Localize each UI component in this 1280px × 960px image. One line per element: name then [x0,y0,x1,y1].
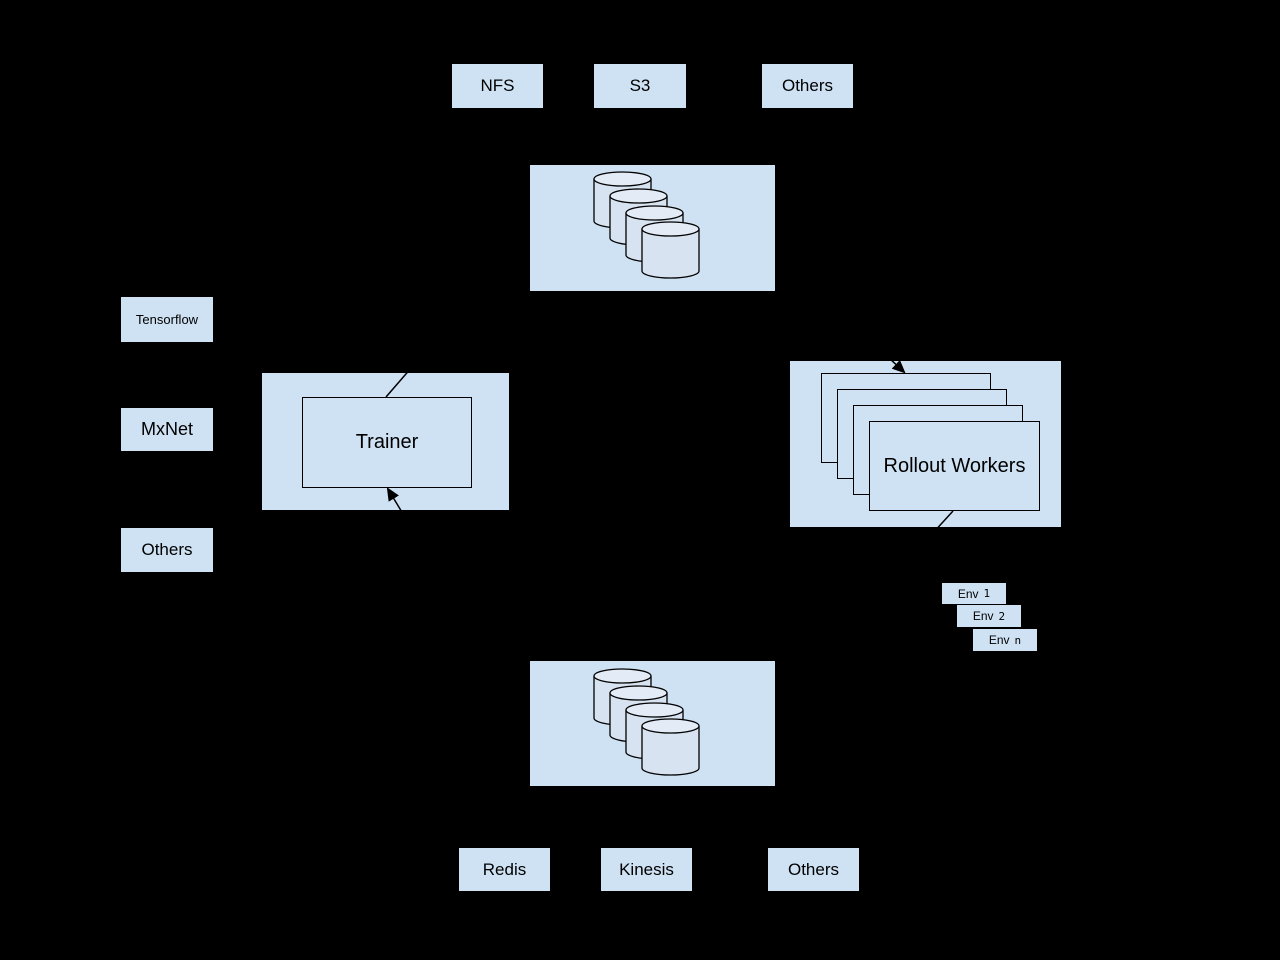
node-kinesis-label: Kinesis [619,859,674,879]
rollout-workers-container: Rollout Workers [790,361,1061,527]
node-others-bottom-label: Others [787,859,840,879]
env-1-index: 1 [983,587,991,600]
node-nfs: NFS [452,64,543,108]
node-mxnet: MxNet [121,408,213,451]
memory-store-node [530,661,775,786]
node-tensorflow: Tensorflow [121,297,213,342]
trainer-node: Trainer [302,397,472,488]
env-n-label: Env [988,633,1010,647]
node-mxnet-label: MxNet [140,419,193,439]
node-tensorflow-label: Tensorflow [135,312,199,327]
env-node-1: Env 1 [942,583,1006,604]
database-cylinders-icon [593,668,700,776]
trainer-container: Trainer [262,373,509,510]
node-others-left: Others [121,528,213,572]
node-others-top: Others [762,64,853,108]
env-1-label: Env [957,586,979,601]
node-others-bottom: Others [768,848,859,891]
node-others-top-label: Others [781,76,834,95]
data-store-node [530,165,775,291]
env-node-n: Env n [973,629,1037,651]
rollout-workers-node: Rollout Workers [869,421,1040,511]
env-n-index: n [1014,633,1022,647]
database-cylinders-icon [593,171,700,279]
node-kinesis: Kinesis [601,848,692,891]
node-redis-label: Redis [482,859,527,879]
node-others-left-label: Others [141,540,193,559]
env-2-index: 2 [998,609,1006,623]
rollout-workers-label: Rollout Workers [883,454,1026,477]
env-node-2: Env 2 [957,605,1021,627]
node-redis: Redis [459,848,550,891]
env-2-label: Env [972,609,994,623]
node-s3: S3 [594,64,686,108]
node-s3-label: S3 [629,76,651,95]
node-nfs-label: NFS [480,76,515,95]
trainer-label: Trainer [355,431,419,453]
